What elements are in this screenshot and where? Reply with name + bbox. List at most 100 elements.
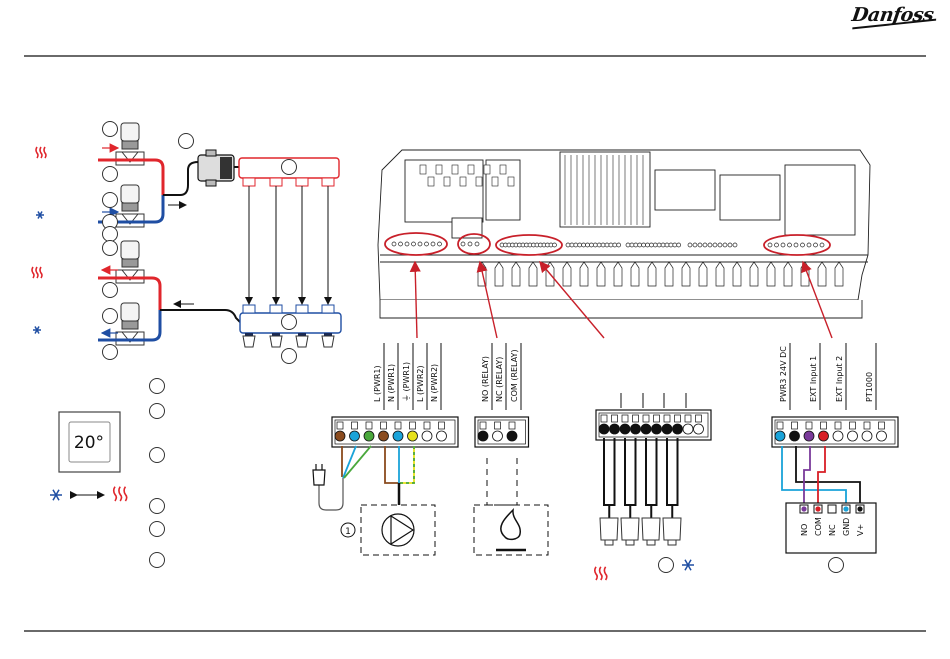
callout-circle	[149, 521, 165, 537]
terminal-label: PWR3 24V DC	[779, 346, 788, 402]
board-pin	[702, 242, 708, 248]
valve-seat	[121, 331, 139, 343]
board-cell	[443, 176, 451, 187]
board-pin	[707, 242, 713, 248]
board-pin	[793, 242, 799, 248]
callout-circle	[102, 344, 118, 360]
terminal-screw	[663, 414, 671, 423]
terminal-screw	[684, 414, 692, 423]
valve-actuator	[120, 122, 140, 142]
terminal-screw	[494, 421, 501, 430]
heat-waves-icon	[35, 146, 47, 159]
terminal-pin-black	[477, 430, 489, 442]
board-pin	[780, 242, 786, 248]
terminal-pin-black	[619, 423, 631, 435]
actuator-head	[620, 517, 640, 541]
callout-circle	[102, 192, 118, 208]
board-pin	[712, 242, 718, 248]
board-pin	[767, 242, 773, 248]
pump-unit	[197, 149, 240, 187]
valve-neck	[121, 258, 139, 268]
relay-wiring	[486, 458, 518, 506]
callout-circle	[102, 121, 118, 137]
board-pin	[813, 242, 818, 248]
device-pin-dot	[801, 506, 807, 512]
actuator-head	[662, 517, 682, 541]
callout-circle	[102, 166, 118, 182]
terminal-label: NC (RELAY)	[495, 357, 504, 402]
terminal-label: PT1000	[865, 372, 874, 402]
board-clip	[579, 261, 589, 287]
terminal-screw	[611, 414, 618, 423]
terminal-pin-black	[672, 423, 683, 435]
board-pin	[692, 242, 698, 248]
valve-seat	[121, 151, 139, 163]
legend-icons	[31, 146, 694, 581]
device-pin-label: GND	[842, 518, 851, 536]
actuator-base	[667, 539, 677, 546]
board-pin	[672, 242, 678, 248]
terminal-label: ⏚ (PWR1)	[402, 362, 411, 402]
terminal-pin-black	[506, 430, 518, 442]
heat-wave	[39, 146, 43, 159]
callout-circle	[149, 552, 165, 568]
board-pin	[552, 242, 557, 248]
heat-wave	[39, 266, 43, 279]
danfoss-logo: Danfoss	[850, 4, 935, 26]
board-pin	[417, 241, 423, 247]
snowflake-arm	[52, 489, 60, 501]
board-pin	[722, 242, 728, 248]
board-pin	[717, 242, 723, 248]
board-clip	[766, 261, 776, 287]
terminal-screw	[863, 421, 871, 430]
return-manifold	[239, 304, 342, 348]
zone-valves	[115, 122, 145, 346]
terminal-pin-brown	[334, 430, 346, 442]
terminal-inner	[334, 419, 456, 445]
callout-circle	[149, 498, 165, 514]
highlight-power	[384, 232, 448, 256]
supply-pipes	[98, 158, 241, 342]
board-pin	[660, 242, 666, 248]
board-clip	[562, 261, 572, 287]
heat-waves-icon	[31, 266, 43, 279]
callout-circle	[281, 314, 297, 330]
terminal-inner	[598, 412, 709, 438]
device-pin-dot	[815, 506, 821, 512]
actuator-head	[641, 517, 661, 541]
pump-callout	[340, 522, 356, 538]
heat-wave	[603, 566, 608, 581]
board-cell	[419, 164, 427, 175]
board-pin	[641, 242, 646, 248]
board-cell	[451, 164, 459, 175]
terminal-pin-empty	[492, 430, 503, 442]
actuator-base	[646, 539, 656, 546]
board-cell	[483, 164, 491, 175]
return-port-nut	[324, 333, 332, 336]
board-cell	[507, 176, 515, 187]
board-pin	[581, 242, 586, 248]
return-port-nut	[272, 333, 280, 336]
callout-circle	[828, 557, 844, 573]
terminal-pin-black	[661, 423, 673, 435]
valve-actuator	[120, 240, 140, 260]
highlight-actuators	[495, 234, 563, 256]
terminal-pin-black	[630, 423, 641, 435]
terminal-pin-green	[363, 430, 375, 442]
board-clip	[511, 261, 521, 287]
terminal-pin-yellow	[407, 430, 418, 442]
board-pin	[676, 242, 682, 248]
actuator-ticks	[620, 393, 687, 408]
highlight-relay	[457, 233, 491, 255]
terminal-label: EXT Input 1	[809, 356, 818, 402]
terminal-pin-black	[651, 423, 662, 435]
board-pin	[589, 242, 594, 248]
terminal-pin-black	[609, 423, 620, 435]
board-pin	[577, 242, 583, 248]
board-pin	[608, 242, 614, 248]
board-pin	[800, 242, 805, 248]
zone-valve	[115, 302, 145, 346]
supply-port	[242, 177, 256, 187]
board-pin	[398, 241, 403, 247]
